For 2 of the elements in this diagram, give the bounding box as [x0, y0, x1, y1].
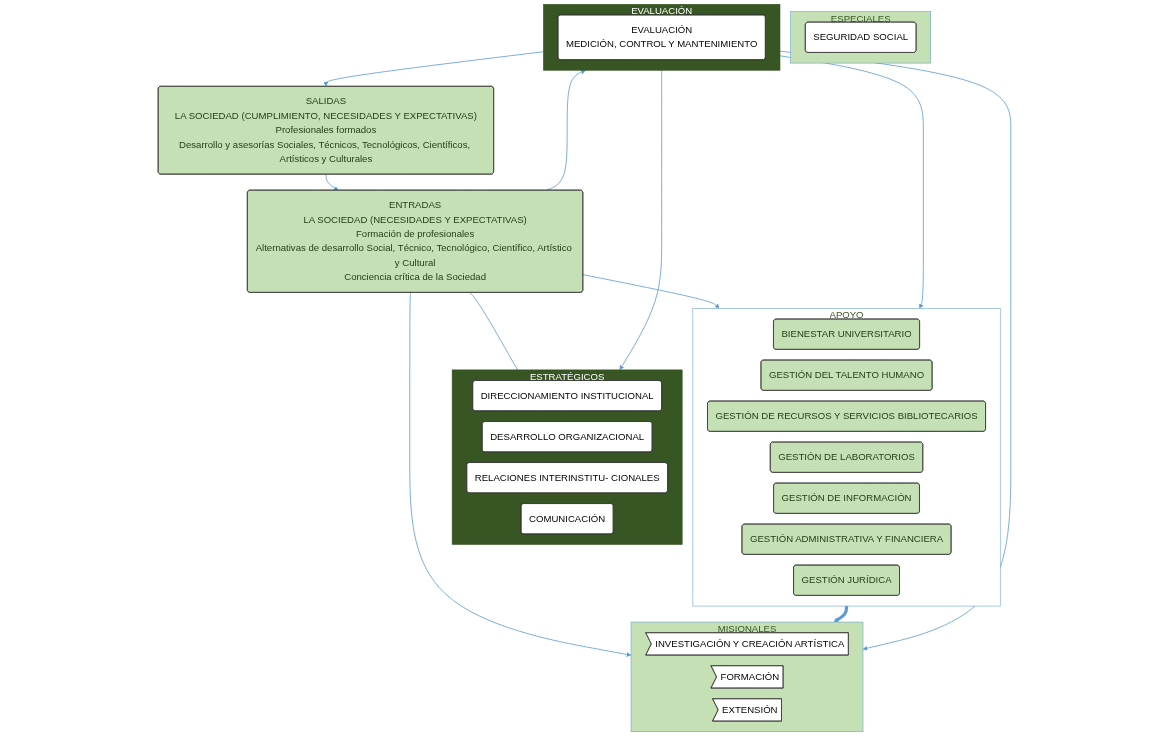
arrow	[833, 605, 849, 623]
connector	[469, 292, 518, 371]
